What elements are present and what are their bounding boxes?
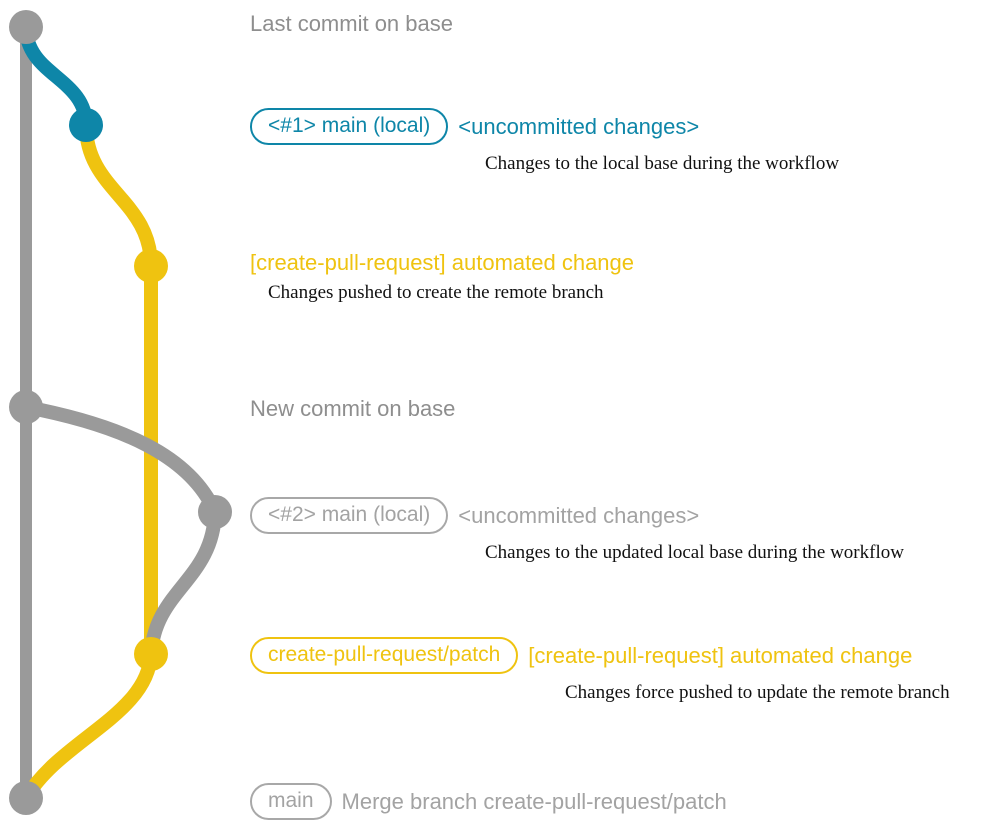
commit-row-head: New commit on base [250, 398, 981, 420]
commit-row-head: <#1> main (local) <uncommitted changes> [250, 108, 981, 145]
node-patch-update[interactable] [134, 637, 168, 671]
row-last-commit-on-base: Last commit on base [250, 13, 981, 35]
edge-local-1-to-patch-create [79, 118, 158, 273]
commit-detail: Changes pushed to create the remote bran… [268, 282, 604, 303]
node-base-new[interactable] [9, 390, 43, 424]
commit-row-head: Last commit on base [250, 13, 981, 35]
commit-subject: [create-pull-request] automated change [528, 642, 913, 668]
ref-pill[interactable]: <#1> main (local) [250, 108, 449, 145]
commit-subject: <uncommitted changes> [458, 113, 700, 139]
commit-subject: New commit on base [250, 396, 456, 421]
node-base-last[interactable] [9, 10, 43, 44]
commit-row-head: main Merge branch create-pull-request/pat… [250, 783, 981, 820]
ref-pill[interactable]: create-pull-request/patch [250, 637, 519, 674]
row-local-1: <#1> main (local) <uncommitted changes> Ch… [250, 108, 981, 175]
commit-row-head: <#2> main (local) <uncommitted changes> [250, 497, 981, 534]
commit-subject: <uncommitted changes> [458, 502, 700, 528]
node-local-1[interactable] [69, 108, 103, 142]
commit-subject: Last commit on base [250, 11, 453, 36]
row-new-commit-on-base: New commit on base [250, 398, 981, 420]
commit-subject: [create-pull-request] automated change [250, 250, 635, 275]
row-local-2: <#2> main (local) <uncommitted changes> Ch… [250, 497, 981, 564]
row-merge: main Merge branch create-pull-request/pat… [250, 783, 981, 820]
commit-detail: Changes force pushed to update the remot… [565, 682, 950, 703]
edge-base-new-to-local-2 [19, 400, 222, 519]
row-patch-update: create-pull-request/patch [create-pull-re… [250, 637, 981, 704]
ref-pill[interactable]: main [250, 783, 332, 820]
commit-row-head: [create-pull-request] automated change [250, 252, 981, 274]
node-local-2[interactable] [198, 495, 232, 529]
node-base-merge[interactable] [9, 781, 43, 815]
node-patch-create[interactable] [134, 249, 168, 283]
edge-local-2-to-patch-update [144, 505, 222, 661]
edge-patch-update-to-merge [19, 647, 158, 805]
commit-subject: Merge branch create-pull-request/patch [341, 788, 727, 814]
ref-pill[interactable]: <#2> main (local) [250, 497, 449, 534]
commit-row-head: create-pull-request/patch [create-pull-re… [250, 637, 981, 674]
commit-detail: Changes to the updated local base during… [485, 542, 904, 563]
commit-detail: Changes to the local base during the wor… [485, 153, 840, 174]
